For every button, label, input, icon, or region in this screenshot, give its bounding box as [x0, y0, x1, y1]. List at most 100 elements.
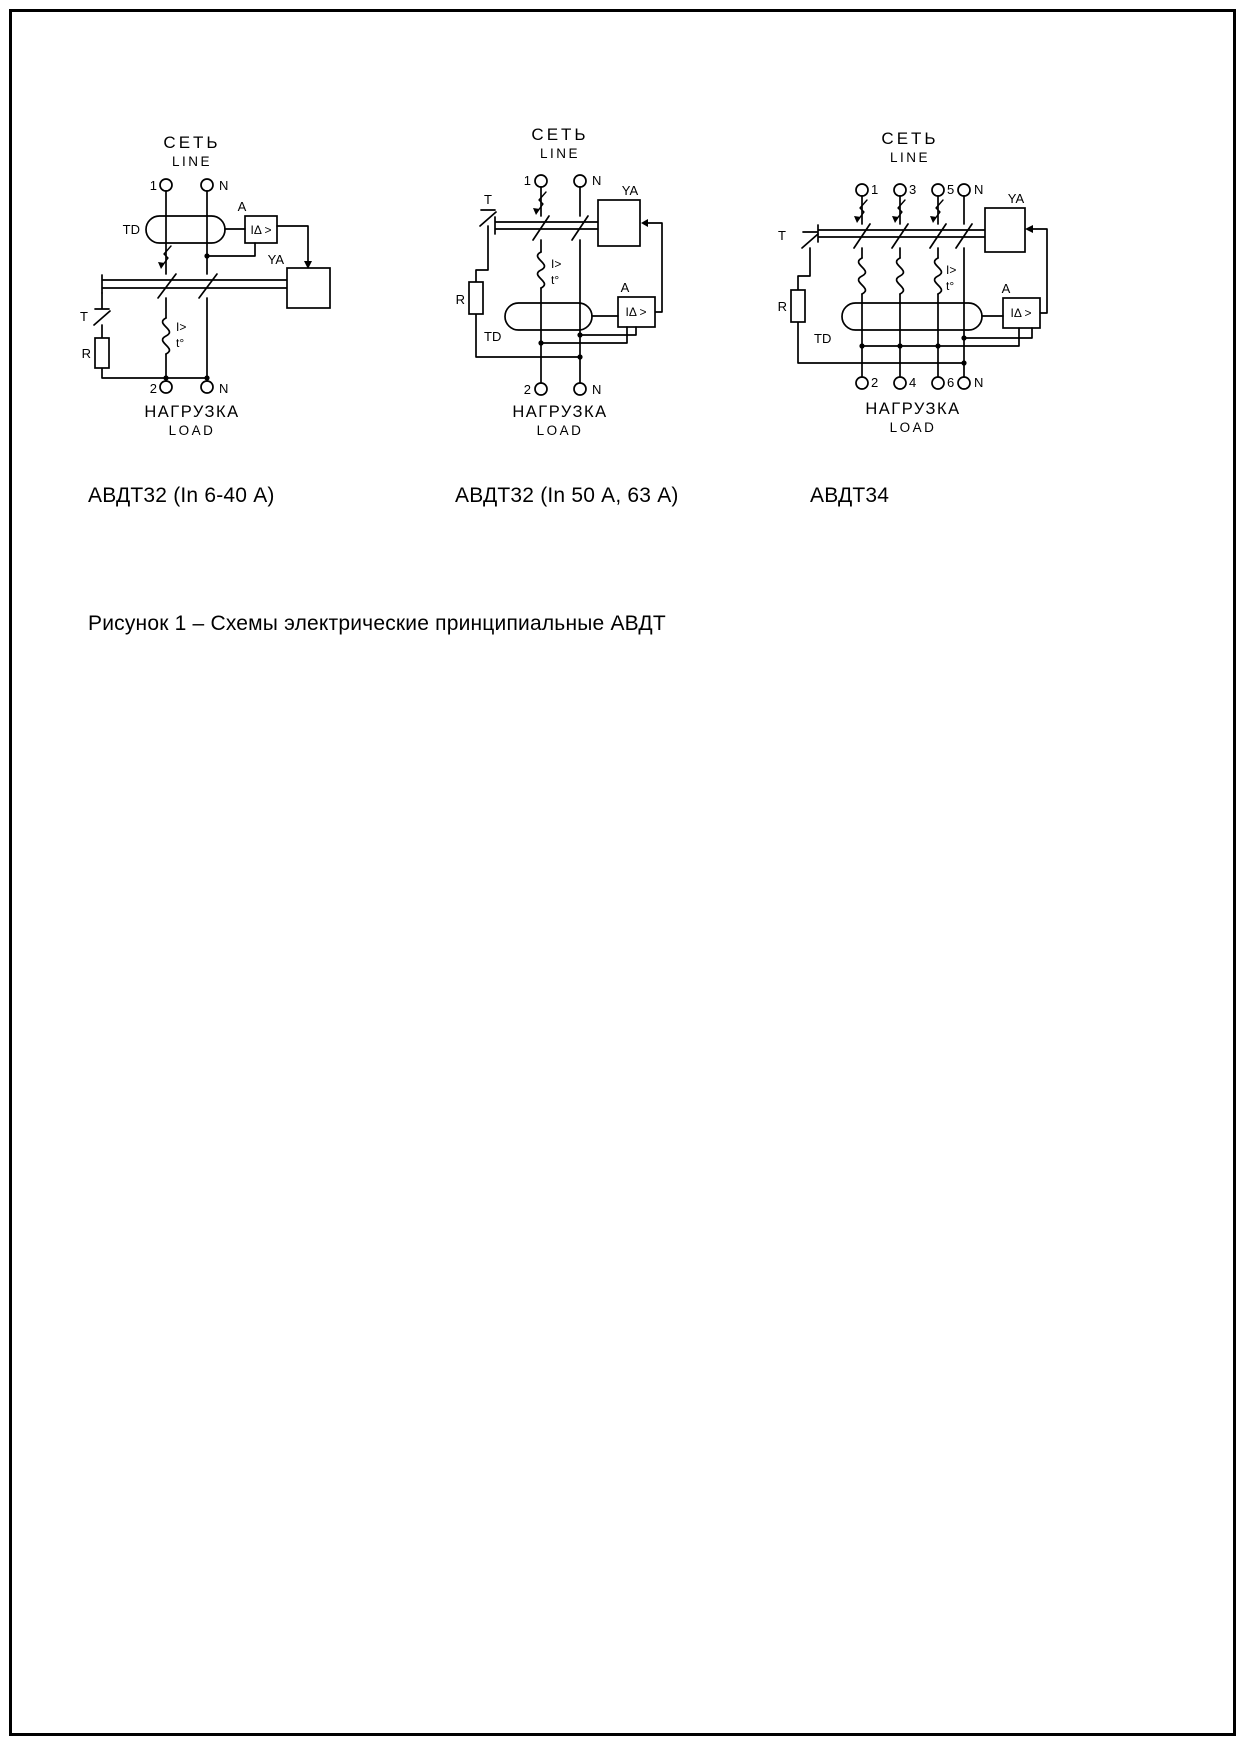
d1-a-tap — [206, 242, 256, 257]
d2-arrow-icon — [641, 219, 648, 227]
d1-terminal-n-top-label: N — [219, 178, 228, 193]
d2-thermal-release: I> t° — [536, 251, 561, 289]
d2-wires — [540, 186, 581, 384]
d3-terminal-n-top — [957, 183, 971, 197]
d3-terminal-3 — [893, 183, 907, 197]
d3-load-ru-label: НАГРУЗКА — [865, 400, 960, 418]
d1-wires — [165, 190, 208, 382]
d1-td-label: TD — [123, 222, 140, 237]
d2-differential-amplifier: A IΔ > — [538, 280, 656, 346]
d1-bimetal — [161, 317, 171, 355]
d1-top-terminals: 1 N — [150, 178, 229, 193]
d1-arrow-icon — [304, 261, 312, 269]
d1-load-ru-label: НАГРУЗКА — [144, 403, 239, 421]
d1-terminal-2 — [159, 380, 173, 394]
d2-a-label: A — [621, 280, 630, 295]
d1-terminal-1-label: 1 — [150, 178, 157, 193]
d2-overcurrent-label: I> — [551, 257, 561, 271]
figure-caption: Рисунок 1 – Схемы электрические принципи… — [88, 612, 666, 635]
d1-overcurrent-label: I> — [176, 320, 186, 334]
d1-idelta-label: IΔ > — [250, 223, 271, 237]
d2-terminal-n-top-label: N — [592, 173, 601, 188]
d2-test-branch: T R — [456, 192, 583, 360]
schematic-avdt32-50-63: СЕТЬ LINE 1 N YA T R — [456, 125, 663, 438]
d3-thermal-releases: I> t° — [857, 257, 956, 295]
d3-arc-arrow-icons — [854, 199, 944, 223]
d3-thermal-label: t° — [946, 279, 954, 293]
schematic-avdt34: СЕТЬ LINE 1 3 5 N YA — [778, 129, 1048, 435]
d1-terminal-n-bot — [200, 380, 214, 394]
diagram-title-avdt34: АВДТ34 — [810, 484, 890, 507]
d3-bottom-terminals: 2 4 6 N — [855, 375, 983, 390]
d3-load-en-label: LOAD — [890, 420, 937, 435]
d3-terminal-n-bot — [957, 376, 971, 390]
d1-thermal-label: t° — [176, 336, 184, 350]
d3-terminal-1 — [855, 183, 869, 197]
d1-terminal-n-top — [200, 178, 214, 192]
d3-test-button — [797, 231, 965, 364]
d1-contacts — [157, 273, 218, 299]
d3-r-label: R — [778, 299, 787, 314]
d2-contacts — [532, 215, 589, 241]
d1-net-label: СЕТЬ — [163, 133, 220, 152]
d3-terminal-4 — [893, 376, 907, 390]
d3-trip-coil: YA — [984, 191, 1048, 314]
d2-arc-arrow-icon — [533, 191, 547, 215]
d2-bimetal — [536, 251, 546, 289]
d1-trip-coil: YA — [268, 225, 331, 309]
d2-terminal-2 — [534, 382, 548, 396]
d2-td-label: TD — [484, 329, 501, 344]
d3-terminal-n-bot-label: N — [974, 375, 983, 390]
d3-terminal-5 — [931, 183, 945, 197]
d1-ya-label: YA — [268, 252, 285, 267]
d2-header: СЕТЬ LINE — [531, 125, 585, 161]
d1-differential-transformer: TD — [123, 215, 226, 244]
d3-ya-block — [984, 207, 1026, 253]
d2-terminal-n-bot — [573, 382, 587, 396]
d3-terminal-6 — [931, 376, 945, 390]
d2-terminal-2-label: 2 — [524, 382, 531, 397]
d2-terminal-n-bot-label: N — [592, 382, 601, 397]
d3-overcurrent-label: I> — [946, 263, 956, 277]
d3-terminal-1-label: 1 — [871, 182, 878, 197]
d2-idelta-label: IΔ > — [625, 305, 646, 319]
d2-t-label: T — [484, 192, 492, 207]
d3-idelta-label: IΔ > — [1010, 306, 1031, 320]
d2-trip-coil: YA — [597, 183, 663, 313]
d3-a-label: A — [1002, 281, 1011, 296]
d3-differential-amplifier: A IΔ > — [859, 281, 1041, 349]
d2-terminal-1 — [534, 174, 548, 188]
d1-load-en-label: LOAD — [169, 423, 216, 438]
d1-line-label: LINE — [172, 154, 212, 169]
d2-footer: НАГРУЗКА LOAD — [512, 403, 607, 438]
d3-terminal-2 — [855, 376, 869, 390]
d2-test-button — [475, 209, 581, 358]
diagram-title-avdt32-6-40: АВДТ32 (In 6-40 А) — [88, 484, 275, 507]
d1-test-button — [93, 292, 208, 379]
d1-td-core — [145, 215, 226, 244]
d3-test-branch: T R — [778, 228, 967, 366]
d1-header: СЕТЬ LINE — [163, 133, 220, 169]
d2-terminal-1-label: 1 — [524, 173, 531, 188]
d2-ya-block — [597, 199, 641, 247]
d1-terminal-n-bot-label: N — [219, 381, 228, 396]
d1-terminal-2-label: 2 — [150, 381, 157, 396]
diagram-title-avdt32-50-63: АВДТ32 (In 50 А, 63 А) — [455, 484, 679, 507]
d1-t-label: T — [80, 309, 88, 324]
d1-differential-amplifier: A IΔ > — [204, 199, 278, 259]
d3-footer: НАГРУЗКА LOAD — [865, 400, 960, 435]
d3-net-label: СЕТЬ — [881, 129, 938, 148]
d3-a-block — [1002, 297, 1041, 329]
d1-footer: НАГРУЗКА LOAD — [144, 403, 239, 438]
d2-thermal-label: t° — [551, 273, 559, 287]
d2-td-core — [504, 302, 593, 331]
d3-terminal-4-label: 4 — [909, 375, 916, 390]
d3-td-core — [841, 302, 983, 331]
d2-line-label: LINE — [540, 146, 580, 161]
d3-line-label: LINE — [890, 150, 930, 165]
d1-arc-arrow-icon — [158, 245, 172, 269]
d2-differential-transformer: TD — [484, 302, 593, 344]
page-border — [9, 9, 1236, 1736]
d2-load-ru-label: НАГРУЗКА — [512, 403, 607, 421]
